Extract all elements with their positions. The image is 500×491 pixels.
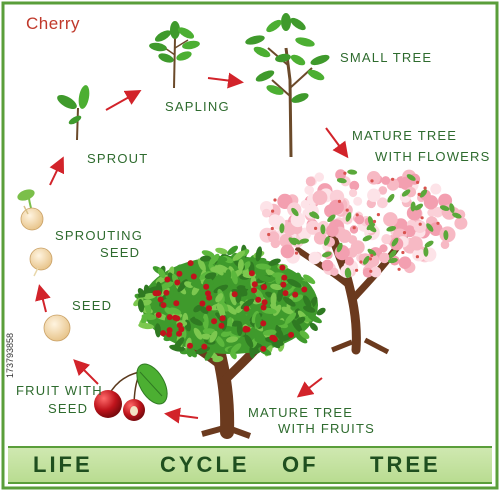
seed-illustration	[43, 314, 71, 342]
label-sprouting-seed-1: SPROUTING	[55, 228, 144, 243]
arrow-flowering-to-fruiting	[296, 377, 323, 398]
fruiting-tree-illustration	[133, 244, 326, 439]
arrow-small-tree-to-flowering	[325, 127, 349, 159]
label-mature-fruits-2: WITH FRUITS	[278, 421, 375, 436]
arrow-fruiting-to-fruit	[164, 407, 199, 424]
arrow-fruit-to-seed	[73, 359, 99, 385]
cycle-arrows	[35, 72, 349, 424]
sapling-illustration	[149, 21, 200, 89]
sprout-illustration	[57, 85, 90, 141]
banner-word-life: LIFE	[33, 452, 93, 477]
banner-word-cycle: CYCLE	[160, 452, 250, 477]
label-sapling: SAPLING	[165, 99, 230, 114]
label-mature-fruits-1: MATURE TREE	[248, 405, 354, 420]
label-small-tree: SMALL TREE	[340, 50, 433, 65]
label-mature-flowers-2: WITH FLOWERS	[375, 149, 491, 164]
flowering-tree-illustration	[259, 169, 468, 355]
banner-word-of: OF	[282, 452, 319, 477]
label-mature-flowers-1: MATURE TREE	[352, 128, 458, 143]
small-tree-illustration	[245, 13, 330, 158]
banner-word-tree: TREE	[370, 452, 441, 477]
watermark-id: 173793858	[5, 332, 15, 378]
label-fruit-1: FRUIT WITH	[16, 383, 103, 398]
arrow-seed-to-sprouting	[35, 284, 51, 313]
cherry-fruit-illustration	[94, 363, 168, 421]
label-fruit-2: SEED	[48, 401, 89, 416]
label-sprout: SPROUT	[87, 151, 149, 166]
sprouting-seed-illustration	[17, 189, 53, 277]
species-title: Cherry	[26, 14, 81, 33]
arrow-sprout-to-sapling	[105, 90, 142, 111]
title-banner	[8, 446, 492, 484]
arrow-sprouting-to-sprout	[49, 156, 65, 186]
label-seed: SEED	[72, 298, 113, 313]
label-sprouting-seed-2: SEED	[100, 245, 141, 260]
arrow-sapling-to-small-tree	[207, 72, 244, 89]
